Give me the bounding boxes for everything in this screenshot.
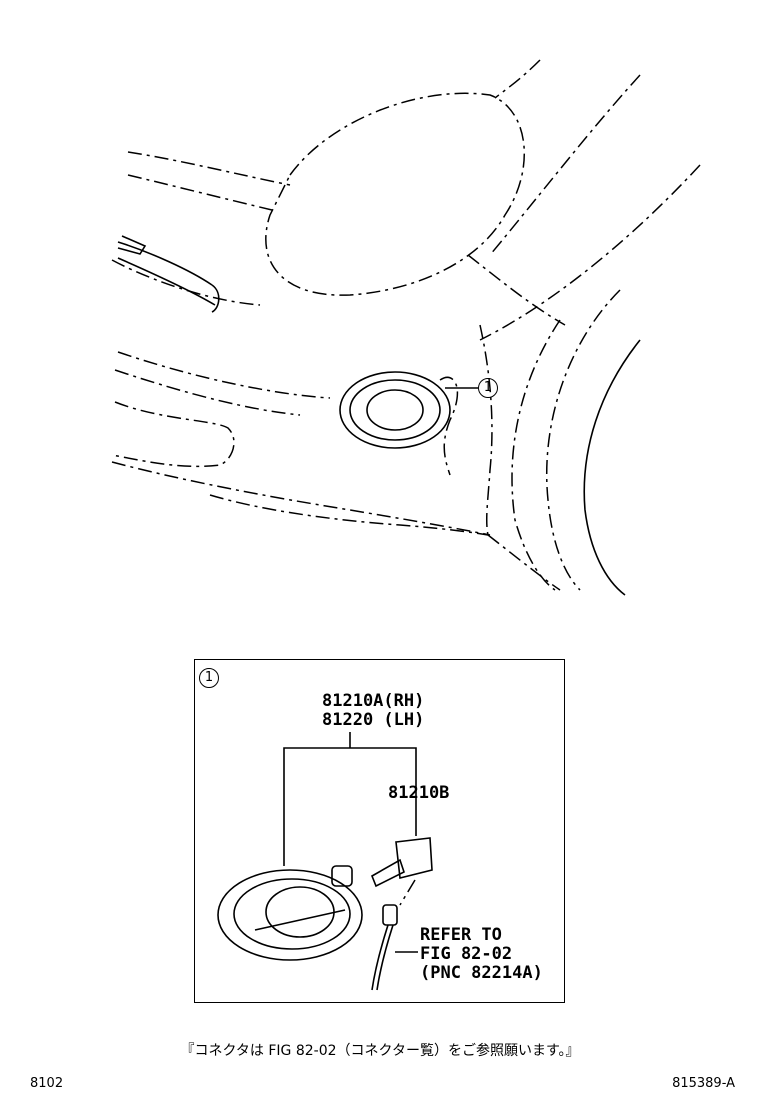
connector-note: 『コネクタは FIG 82-02（コネクター覧）をご参照願います。』 — [180, 1043, 580, 1059]
fender-seam — [467, 254, 566, 326]
hood-edge-line-2 — [127, 174, 273, 211]
fog-lamp-lens — [366, 389, 424, 431]
headlamp-outline — [265, 92, 525, 296]
bumper-base — [209, 494, 489, 536]
detail-lamp-ring — [233, 878, 351, 950]
refer-line-2: FIG 82-02 — [420, 944, 513, 964]
wheel-arch-outer — [511, 319, 561, 591]
part-number-bulb: 81210B — [388, 783, 450, 803]
grille-lower — [117, 257, 216, 306]
fog-lamp-ring — [349, 379, 441, 441]
detail-lamp-socket — [331, 865, 353, 887]
grille-bar — [117, 235, 147, 255]
fender-line — [489, 74, 641, 256]
detail-lamp-reflector — [254, 909, 346, 931]
callout-1-detail: 1 — [199, 668, 219, 688]
hood-line — [494, 59, 541, 99]
refer-line-1: REFER TO — [420, 925, 502, 945]
grille-edge — [211, 284, 220, 313]
detail-lamp-housing — [217, 869, 363, 961]
page-code: 8102 — [30, 1076, 64, 1091]
bumper-top-line — [111, 259, 261, 306]
tire-outline — [583, 339, 641, 596]
bumper-line-2 — [114, 369, 301, 416]
wire-harness — [371, 924, 389, 991]
bulb-glass — [370, 858, 405, 888]
callout-1-main: 1 — [478, 378, 498, 398]
fog-lamp-housing — [339, 371, 451, 449]
grille-upper — [117, 241, 213, 286]
figure-id: 815389-A — [672, 1076, 735, 1091]
lower-intake — [111, 401, 235, 468]
detail-box — [194, 659, 565, 1003]
bumper-corner — [479, 324, 493, 536]
bumper-line-1 — [117, 351, 331, 399]
hood-edge-line — [127, 151, 291, 186]
refer-line-3: (PNC 82214A) — [420, 963, 543, 983]
bumper-side — [487, 534, 561, 591]
bulb-wire-dash — [399, 879, 416, 906]
fog-lamp-wire — [439, 376, 459, 476]
bumper-bottom — [111, 461, 491, 536]
wire-harness-2 — [376, 924, 394, 991]
bulb-base — [395, 837, 433, 879]
wheel-arch-inner — [545, 289, 621, 591]
connector — [382, 904, 398, 926]
part-number-rh: 81210A(RH) — [322, 691, 425, 711]
fender-curve — [479, 164, 701, 341]
part-number-lh: 81220 (LH) — [322, 710, 425, 730]
